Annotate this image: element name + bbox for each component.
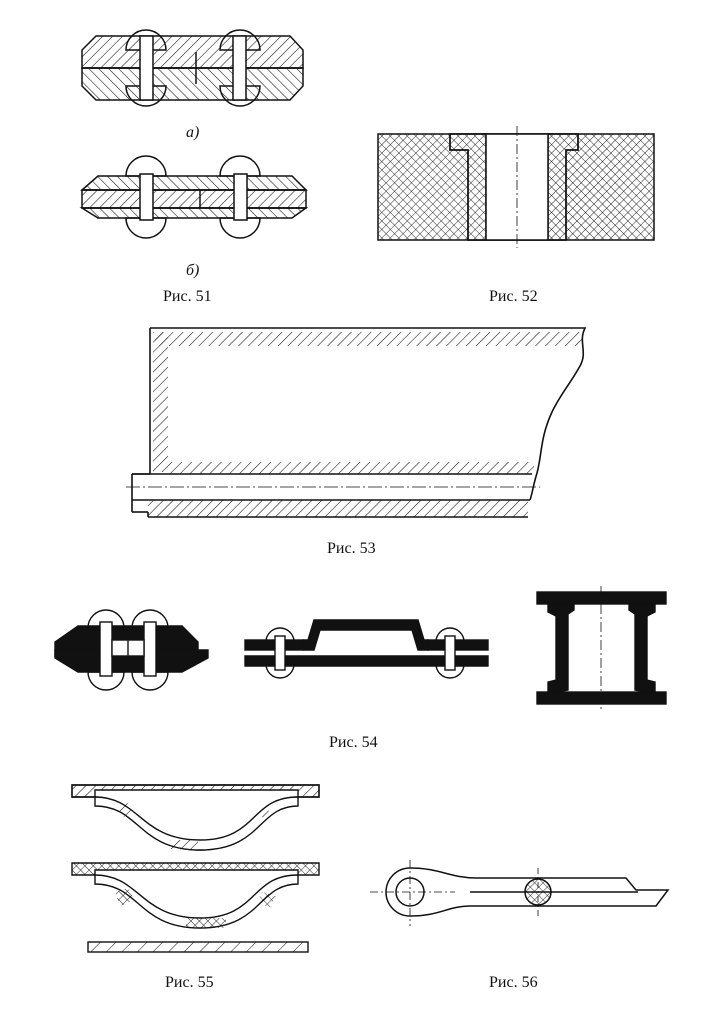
- fig55-strip: [87, 941, 309, 953]
- fig51a-rivet-joint: [81, 29, 304, 107]
- fig53-part-section: [126, 327, 587, 518]
- fig54-joint-middle: [244, 619, 489, 679]
- fig51b-rivet-joint: [79, 155, 309, 239]
- fig54-joint-left: [54, 609, 209, 691]
- fig55-bowl-top: [71, 784, 320, 851]
- fig54-bushing: [536, 586, 667, 710]
- fig56-caption: Рис. 56: [489, 974, 538, 991]
- fig52-bushing-section: [377, 126, 655, 248]
- fig54-caption: Рис. 54: [329, 734, 378, 751]
- fig55-caption: Рис. 55: [165, 974, 214, 991]
- fig53-caption: Рис. 53: [327, 540, 376, 557]
- fig51-caption: Рис. 51: [163, 288, 212, 305]
- fig52-caption: Рис. 52: [489, 288, 538, 305]
- fig55-bowl-bottom: [71, 862, 320, 929]
- fig51b-subcaption: б): [186, 262, 200, 279]
- fig51a-subcaption: а): [186, 124, 200, 141]
- fig56-cotter-pin: [370, 860, 670, 926]
